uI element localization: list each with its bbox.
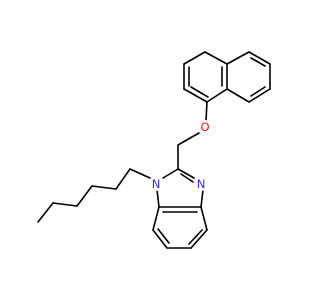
bond — [200, 206, 208, 231]
molecule-structure: O N N — [37, 51, 271, 249]
bond — [177, 168, 195, 179]
bond — [226, 51, 250, 65]
bond-double-inner — [157, 228, 170, 244]
bond — [76, 185, 93, 207]
bond — [152, 206, 160, 231]
bond — [129, 168, 151, 179]
bond — [115, 168, 131, 190]
hexyl-nitrogen-atom: N — [149, 177, 163, 191]
bond-double-inner — [188, 229, 203, 245]
bond-layer — [37, 51, 271, 249]
bond — [183, 51, 206, 65]
bond — [91, 185, 117, 190]
bond — [248, 51, 271, 65]
bond — [162, 168, 179, 179]
bond — [52, 202, 78, 207]
imine-nitrogen-atom: N — [194, 177, 208, 191]
hexyl-nitrogen-label: N — [152, 177, 161, 191]
bond — [37, 202, 54, 223]
bond — [226, 88, 250, 103]
bond — [204, 51, 228, 65]
bond — [183, 88, 208, 103]
oxygen-atom: O — [198, 120, 212, 134]
bond — [152, 229, 168, 249]
bond-double-inner — [250, 86, 266, 97]
bond — [200, 189, 204, 208]
bond — [156, 189, 160, 208]
bond — [190, 229, 208, 249]
bond-double-inner — [250, 57, 266, 67]
bond-double-inner — [190, 86, 209, 98]
atom-label-layer: O N N — [149, 120, 212, 191]
bond — [177, 132, 200, 146]
oxygen-label: O — [200, 120, 209, 134]
bond — [205, 101, 208, 122]
bond-double-inner — [180, 173, 194, 183]
bond — [206, 88, 228, 103]
bond — [248, 88, 271, 103]
imine-nitrogen-label: N — [197, 177, 206, 191]
